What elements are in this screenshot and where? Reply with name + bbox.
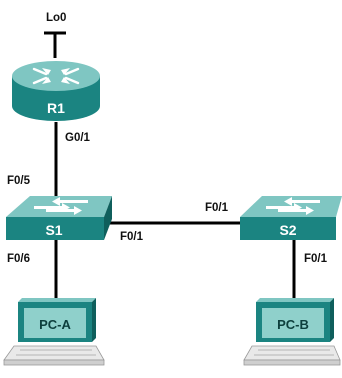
r1-g0-1-label: G0/1	[65, 132, 91, 144]
switch-s1[interactable]: S1	[6, 196, 112, 240]
switch-s2-label: S2	[279, 222, 296, 238]
switch-s1-label: S1	[45, 222, 62, 238]
s2-f0-18-label: F0/1	[304, 253, 328, 265]
lo0-label: Lo0	[46, 12, 66, 24]
s1-f0-6-label: F0/6	[7, 253, 30, 265]
switch-icon	[6, 196, 112, 240]
router-r1[interactable]: R1	[12, 61, 100, 121]
s2-f0-1-label: F0/1	[205, 202, 229, 214]
pc-a[interactable]: PC-A	[3, 298, 105, 366]
pc-a-label: PC-A	[39, 317, 71, 332]
pc-icon	[243, 298, 341, 366]
loopback-interface	[44, 31, 66, 58]
router-label: R1	[47, 100, 65, 116]
pc-b-label: PC-B	[277, 317, 309, 332]
pc-b[interactable]: PC-B	[243, 298, 341, 366]
s1-f0-5-label: F0/5	[7, 175, 31, 187]
switch-icon	[240, 196, 342, 240]
s1-f0-1-label: F0/1	[120, 231, 144, 243]
switch-s2[interactable]: S2	[240, 196, 342, 240]
router-icon	[12, 61, 100, 121]
pc-icon	[3, 298, 105, 366]
